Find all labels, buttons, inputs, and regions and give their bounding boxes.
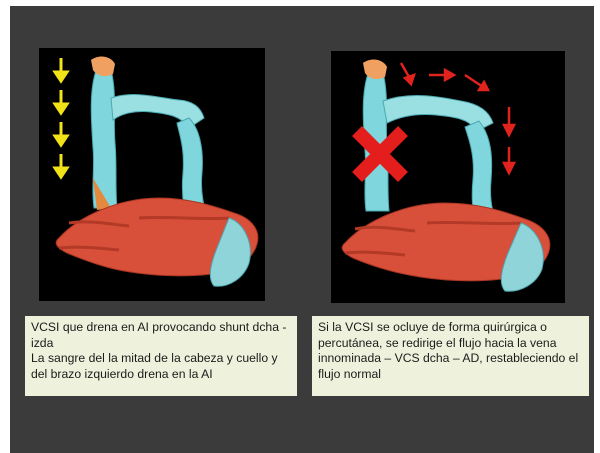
left-caption: VCSI que drena en AI provocando shunt dc… — [25, 316, 297, 396]
left-caption-line1: VCSI que drena en AI provocando shunt dc… — [31, 320, 291, 351]
heart-3d-illustration-left — [39, 48, 265, 301]
right-caption: Si la VCSI se ocluye de forma quirúrgica… — [312, 316, 589, 396]
right-heart-image — [331, 51, 565, 303]
left-caption-line2: La sangre del la mitad de la cabeza y cu… — [31, 351, 291, 382]
right-caption-text: Si la VCSI se ocluye de forma quirúrgica… — [318, 320, 583, 382]
left-heart-image — [39, 48, 265, 301]
yellow-down-arrows — [55, 58, 67, 177]
heart-3d-illustration-right — [331, 51, 565, 303]
vessel-cap-top — [363, 60, 387, 80]
slide: VCSI que drena en AI provocando shunt dc… — [10, 6, 594, 453]
vessel-cap-top — [91, 57, 115, 77]
